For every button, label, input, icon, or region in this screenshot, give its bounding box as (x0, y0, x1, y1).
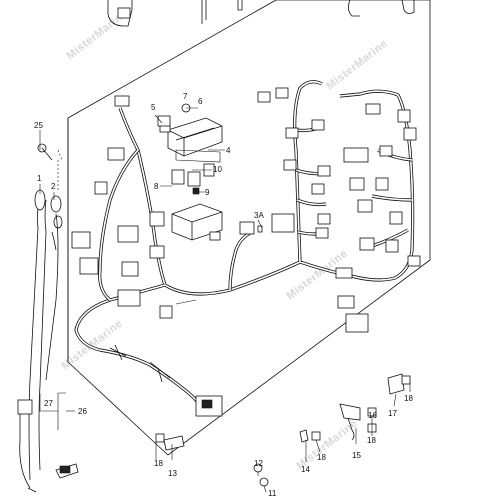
connector (315, 227, 329, 239)
control-unit (171, 203, 295, 241)
connector (317, 165, 331, 177)
leader-lines (39, 107, 411, 493)
connector (345, 313, 369, 333)
part-labels: 25 1 2 27 26 5 7 6 4 10 8 9 3A 18 13 12 … (34, 92, 413, 498)
connector (114, 95, 130, 107)
connector (317, 213, 331, 225)
part-label-10: 10 (213, 165, 222, 174)
top-partial-parts (107, 0, 415, 27)
watermark-text: MisterMarine (59, 317, 125, 372)
connector (375, 177, 389, 191)
connector (343, 147, 369, 163)
connector (283, 159, 297, 171)
connector (117, 225, 139, 243)
watermark-group: MisterMarine MisterMarine MisterMarine M… (59, 7, 390, 472)
part-label-9: 9 (205, 188, 210, 197)
bottom-parts (155, 373, 411, 487)
watermark-text: MisterMarine (324, 37, 390, 92)
connector (271, 213, 295, 233)
harness-connectors (71, 87, 421, 417)
part-label-15: 15 (352, 451, 361, 460)
connector (337, 295, 355, 309)
connector (365, 103, 381, 115)
connector (349, 177, 365, 191)
part-label-5: 5 (151, 103, 156, 112)
connector (275, 87, 289, 99)
connector (397, 109, 411, 123)
clip-3a (257, 225, 263, 233)
connector (311, 119, 325, 131)
part-label-11: 11 (268, 489, 277, 498)
connector (159, 305, 173, 319)
fuse-box-assembly (157, 103, 223, 163)
connector (335, 267, 353, 279)
connector (201, 399, 213, 409)
connector (403, 127, 417, 141)
connector (149, 245, 165, 259)
connector (117, 289, 141, 307)
part-label-2: 2 (51, 182, 56, 191)
part-label-3a: 3A (254, 211, 264, 220)
part-label-6: 6 (198, 97, 203, 106)
harness-frame (67, 0, 431, 456)
part-label-18-c: 18 (367, 436, 376, 445)
part-label-1: 1 (37, 174, 42, 183)
part-label-14: 14 (301, 465, 310, 474)
connector (379, 145, 393, 157)
connector (79, 257, 99, 275)
connector (239, 221, 255, 235)
connector (257, 91, 271, 103)
connector (121, 261, 139, 277)
connector (94, 181, 108, 195)
part-label-16: 16 (368, 411, 377, 420)
connector (149, 211, 165, 227)
main-harness (74, 80, 415, 406)
part-label-12: 12 (254, 459, 263, 468)
part-label-26: 26 (78, 407, 87, 416)
part-label-13: 13 (168, 469, 177, 478)
part-label-7: 7 (183, 92, 188, 101)
part-label-17: 17 (388, 409, 397, 418)
connector (107, 147, 125, 161)
connector (407, 255, 421, 267)
part-label-18-d: 18 (404, 394, 413, 403)
part-label-25: 25 (34, 121, 43, 130)
part-label-18-a: 18 (154, 459, 163, 468)
left-cables (17, 143, 79, 493)
connector (389, 211, 403, 225)
connector (311, 183, 325, 195)
part-label-8: 8 (154, 182, 159, 191)
connector (71, 231, 91, 249)
connector (357, 199, 373, 213)
part-label-27: 27 (44, 399, 53, 408)
part-label-18-b: 18 (317, 453, 326, 462)
part-label-4: 4 (226, 146, 231, 155)
connector (359, 237, 375, 251)
connector (285, 127, 299, 139)
connector (385, 239, 399, 253)
